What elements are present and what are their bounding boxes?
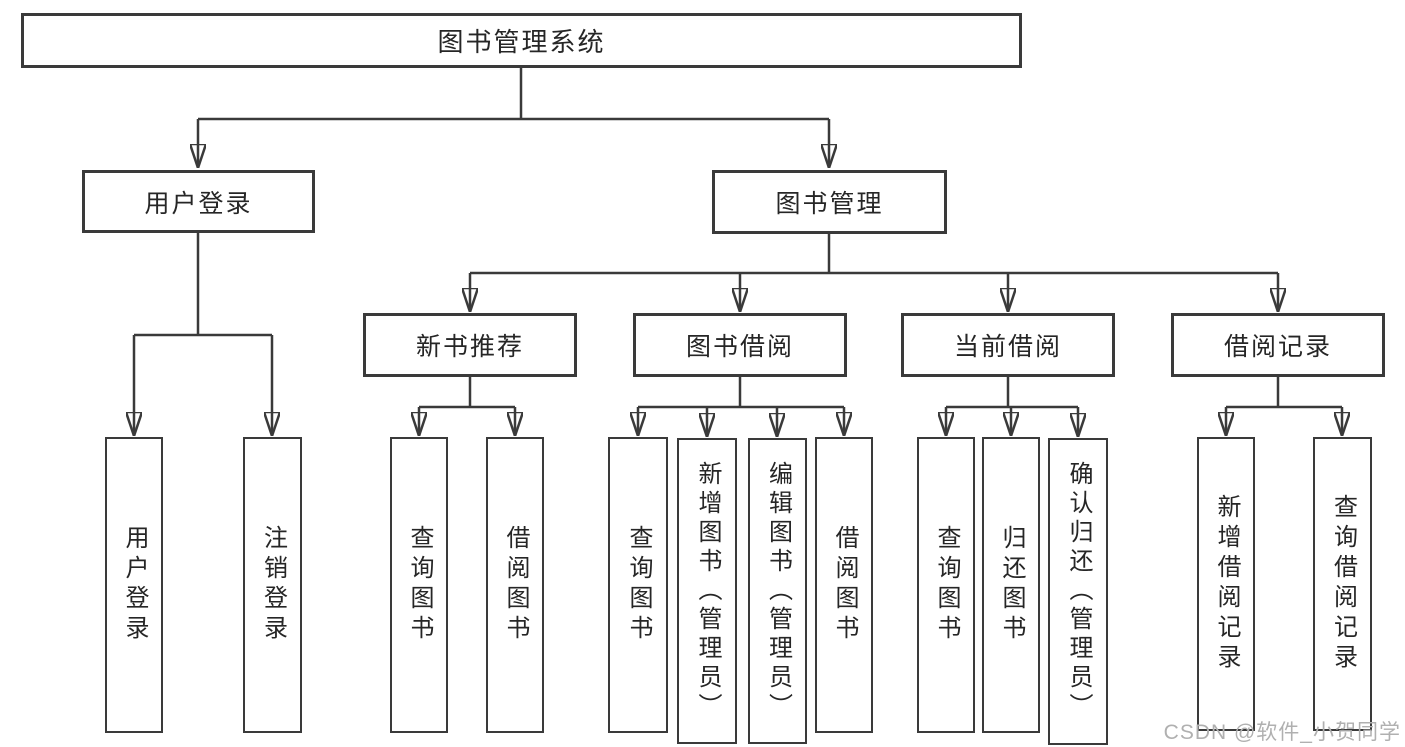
leaf-label: 确认归还（管理员）: [1065, 461, 1092, 722]
node-label: 新书推荐: [415, 333, 524, 361]
csdn-watermark: CSDN @软件_小贺同学: [1163, 721, 1401, 744]
leaf-label: 查询图书: [933, 525, 960, 645]
leaf-borrow-books-recommend: 借阅图书: [486, 437, 544, 733]
node-label: 图书管理系统: [437, 27, 606, 57]
leaf-label: 注销登录: [259, 525, 287, 645]
leaf-label: 查询图书: [406, 525, 433, 645]
leaf-query-books-borrowing: 查询图书: [608, 437, 668, 733]
leaf-label: 用户登录: [121, 525, 148, 645]
leaf-label: 新增借阅记录: [1213, 494, 1240, 674]
node-current-borrowing: 当前借阅: [901, 313, 1115, 377]
leaf-label: 归还图书: [998, 525, 1025, 645]
leaf-confirm-return-admin: 确认归还（管理员）: [1048, 438, 1108, 745]
leaf-query-borrow-record: 查询借阅记录: [1313, 437, 1372, 731]
node-new-book-recommend: 新书推荐: [363, 313, 577, 377]
node-borrowing-records: 借阅记录: [1171, 313, 1385, 377]
node-label: 当前借阅: [953, 333, 1062, 361]
node-label: 图书管理: [775, 190, 884, 218]
node-label: 图书借阅: [685, 333, 794, 361]
node-label: 借阅记录: [1223, 333, 1332, 361]
leaf-user-login: 用户登录: [105, 437, 163, 733]
leaf-logout: 注销登录: [243, 437, 302, 733]
node-book-borrowing: 图书借阅: [633, 313, 847, 377]
leaf-label: 编辑图书（管理员）: [764, 460, 792, 722]
leaf-return-books: 归还图书: [982, 437, 1040, 733]
node-book-management: 图书管理: [712, 170, 947, 234]
leaf-label: 查询图书: [625, 525, 652, 645]
leaf-label: 借阅图书: [831, 525, 858, 645]
leaf-add-borrow-record: 新增借阅记录: [1197, 437, 1255, 731]
leaf-query-books-current: 查询图书: [917, 437, 975, 733]
leaf-label: 新增图书（管理员）: [694, 460, 721, 722]
node-root-library-system: 图书管理系统: [21, 13, 1022, 68]
leaf-label: 借阅图书: [502, 525, 529, 645]
node-user-login: 用户登录: [82, 170, 315, 233]
leaf-add-books-admin: 新增图书（管理员）: [677, 438, 737, 744]
leaf-edit-books-admin: 编辑图书（管理员）: [748, 438, 807, 744]
leaf-query-books-recommend: 查询图书: [390, 437, 448, 733]
leaf-label: 查询借阅记录: [1329, 494, 1357, 674]
node-label: 用户登录: [144, 189, 253, 218]
leaf-borrow-books: 借阅图书: [815, 437, 873, 733]
